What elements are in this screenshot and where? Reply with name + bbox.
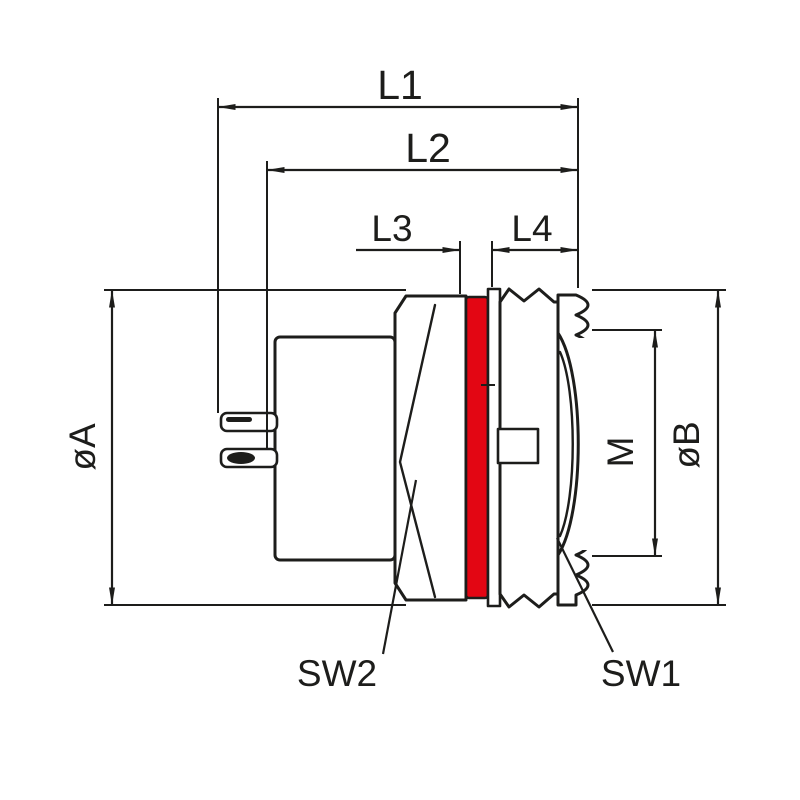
label-dia-a: øA [62,423,103,471]
leader-sw1 [556,537,614,653]
leader-sw2 [381,479,418,655]
dimension-labels: L1 L2 L3 L4 øA øB M SW2 SW1 [62,62,707,694]
nut-hex-arc-inner [558,350,574,538]
mounting-tab [496,427,540,465]
dimensions [104,98,726,655]
center-mark [481,378,495,392]
body-outline [273,335,397,562]
label-l4: L4 [511,208,552,249]
ext-lines-thread-m [592,329,662,557]
label-sw2: SW2 [297,653,377,694]
flange-outline [393,294,468,602]
seal-gasket [464,295,490,600]
label-l3: L3 [371,208,412,249]
ext-lines-dia-b [592,289,726,606]
lower-pin-contact [227,452,255,464]
connector-part [219,287,602,609]
label-dia-b: øB [666,421,707,468]
upper-pin-contact [226,417,252,422]
flange-facet-lines [398,303,437,599]
ext-lines-dia-a [104,289,406,606]
label-thread-m: M [600,437,641,468]
label-sw1: SW1 [601,653,681,694]
label-l1: L1 [377,62,423,108]
nut-hex-arc [556,331,580,557]
label-l2: L2 [405,125,451,171]
